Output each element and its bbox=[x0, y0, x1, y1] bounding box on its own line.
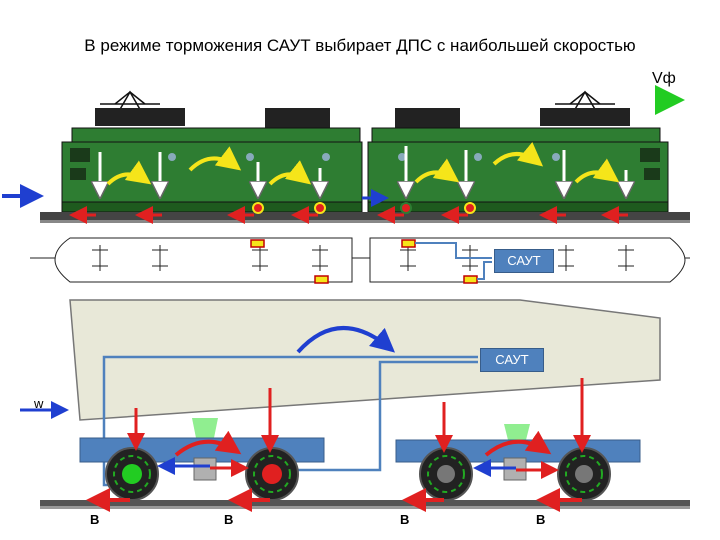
speed-sensor-wheels-top bbox=[252, 202, 476, 214]
brake-force-arrows-top bbox=[100, 146, 626, 196]
brake-label-4: B bbox=[536, 512, 546, 527]
plan-view bbox=[30, 237, 690, 283]
speed-label: Vф bbox=[652, 70, 676, 87]
plan-sensors bbox=[250, 239, 478, 284]
brake-label-2: B bbox=[224, 512, 234, 527]
axle-arrows bbox=[157, 457, 559, 479]
wheel-rotation-arcs-bottom bbox=[174, 430, 552, 457]
wheelset-left-2 bbox=[245, 447, 299, 501]
brake-label-3: B bbox=[400, 512, 410, 527]
slide-title: В режиме торможения САУТ выбирает ДПС с … bbox=[84, 36, 636, 55]
wind-label: w bbox=[34, 396, 44, 411]
locomotive-section-right bbox=[367, 108, 669, 213]
brake-label-1: B bbox=[90, 512, 100, 527]
saut-box-top: САУТ bbox=[494, 249, 554, 273]
saut-box-bottom: САУТ bbox=[480, 348, 544, 372]
brake-force-arrows-bottom bbox=[127, 378, 591, 453]
track-bottom bbox=[40, 500, 690, 509]
wheelset-right-2 bbox=[557, 447, 611, 501]
plan-signal-lines bbox=[415, 242, 492, 280]
wheelset-left-1 bbox=[105, 447, 159, 501]
car-body-detail bbox=[69, 299, 661, 421]
wheel-rotation-arcs-top bbox=[106, 141, 620, 186]
track-top bbox=[40, 212, 690, 223]
wheelset-right-1 bbox=[419, 447, 473, 501]
wind-arrow-top bbox=[2, 184, 389, 208]
suspension-springs bbox=[192, 418, 530, 440]
selection-arc bbox=[296, 326, 396, 354]
